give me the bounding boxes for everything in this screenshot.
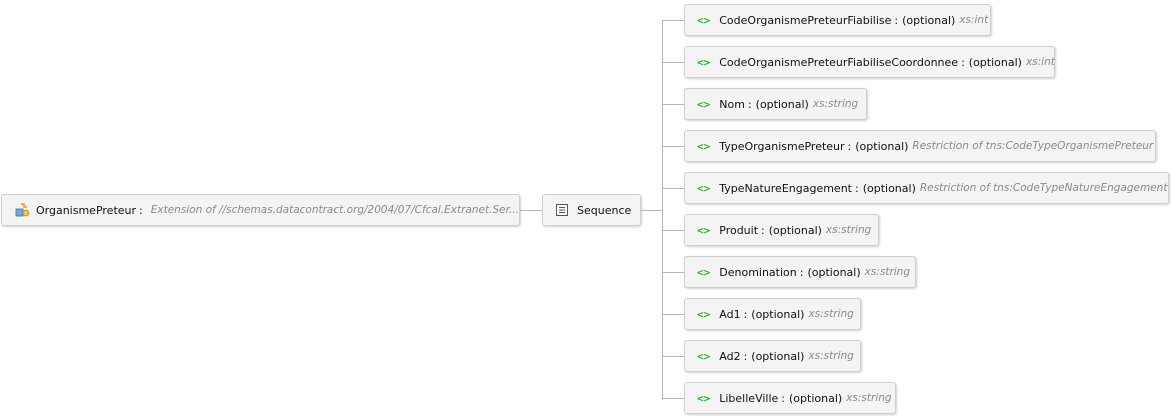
- element-node-libelleville[interactable]: <> LibelleVille : (optional) xs:string: [684, 382, 896, 414]
- element-colon: :: [761, 223, 765, 237]
- sequence-node[interactable]: Sequence: [542, 194, 641, 226]
- element-name: LibelleVille: [719, 391, 779, 405]
- element-name: TypeNatureEngagement: [719, 181, 852, 195]
- element-optional: (optional): [751, 349, 805, 363]
- element-optional: (optional): [902, 13, 956, 27]
- element-optional: (optional): [755, 97, 809, 111]
- sequence-icon: [556, 204, 568, 216]
- element-type: Restriction of tns:CodeTypeOrganismePret…: [912, 140, 1154, 152]
- element-name: Ad1: [719, 307, 741, 321]
- element-type: xs:string: [808, 350, 854, 362]
- element-type: xs:string: [864, 266, 911, 278]
- root-type-node[interactable]: OrganismePreteur : Extension of //schema…: [1, 194, 520, 226]
- element-type: xs:string: [808, 308, 854, 320]
- element-node-ad1[interactable]: <> Ad1 : (optional) xs:string: [684, 298, 861, 330]
- element-colon: :: [854, 181, 859, 195]
- element-colon: :: [847, 139, 852, 153]
- element-type: Restriction of tns:CodeTypeNatureEngagem…: [919, 182, 1168, 194]
- root-type-name: OrganismePreteur: [36, 203, 137, 217]
- element-optional: (optional): [768, 223, 822, 237]
- element-icon: <>: [697, 349, 711, 363]
- element-node-produit[interactable]: <> Produit : (optional) xs:string: [684, 214, 879, 246]
- element-type: xs:string: [825, 224, 872, 236]
- element-node-nom[interactable]: <> Nom : (optional) xs:string: [684, 88, 867, 120]
- element-name: CodeOrganismePreteurFiabilise: [719, 13, 892, 27]
- element-node-ad2[interactable]: <> Ad2 : (optional) xs:string: [684, 340, 861, 372]
- element-optional: (optional): [862, 181, 916, 195]
- element-icon: <>: [697, 265, 711, 279]
- element-type: xs:int: [1025, 56, 1055, 68]
- root-colon: :: [139, 203, 143, 217]
- complex-type-extension-icon: [15, 203, 30, 217]
- element-colon: :: [961, 55, 965, 69]
- element-icon: <>: [697, 181, 711, 195]
- element-optional: (optional): [807, 265, 861, 279]
- element-colon: :: [894, 13, 899, 27]
- element-node-typeorganismepreteur[interactable]: <> TypeOrganismePreteur : (optional) Res…: [684, 130, 1156, 162]
- sequence-label: Sequence: [577, 203, 632, 217]
- element-icon: <>: [697, 391, 711, 405]
- element-icon: <>: [697, 139, 711, 153]
- element-node-codeorganismepreteurfiabilisecoordonnee[interactable]: <> CodeOrganismePreteurFiabiliseCoordonn…: [684, 46, 1055, 78]
- element-name: Ad2: [719, 349, 741, 363]
- element-colon: :: [743, 349, 748, 363]
- element-colon: :: [781, 391, 786, 405]
- element-type: xs:string: [846, 392, 892, 404]
- element-icon: <>: [697, 13, 711, 27]
- element-type: xs:int: [959, 14, 989, 26]
- element-node-denomination[interactable]: <> Denomination : (optional) xs:string: [684, 256, 916, 288]
- element-name: CodeOrganismePreteurFiabiliseCoordonnee: [719, 55, 959, 69]
- element-name: Nom: [719, 97, 745, 111]
- element-name: Denomination: [719, 265, 797, 279]
- element-node-typenatureengagement[interactable]: <> TypeNatureEngagement : (optional) Res…: [684, 172, 1169, 204]
- element-optional: (optional): [855, 139, 909, 153]
- element-optional: (optional): [968, 55, 1022, 69]
- element-colon: :: [743, 307, 748, 321]
- element-icon: <>: [697, 55, 711, 69]
- element-icon: <>: [697, 307, 711, 321]
- element-icon: <>: [697, 223, 711, 237]
- element-colon: :: [747, 97, 752, 111]
- root-type-extension: Extension of //schemas.datacontract.org/…: [150, 204, 519, 216]
- element-name: TypeOrganismePreteur: [719, 139, 845, 153]
- element-optional: (optional): [751, 307, 805, 321]
- element-colon: :: [799, 265, 804, 279]
- element-optional: (optional): [789, 391, 843, 405]
- element-type: xs:string: [812, 98, 859, 110]
- element-icon: <>: [697, 97, 711, 111]
- element-name: Produit: [719, 223, 759, 237]
- element-node-codeorganismepreteurfiabilise[interactable]: <> CodeOrganismePreteurFiabilise : (opti…: [684, 4, 991, 36]
